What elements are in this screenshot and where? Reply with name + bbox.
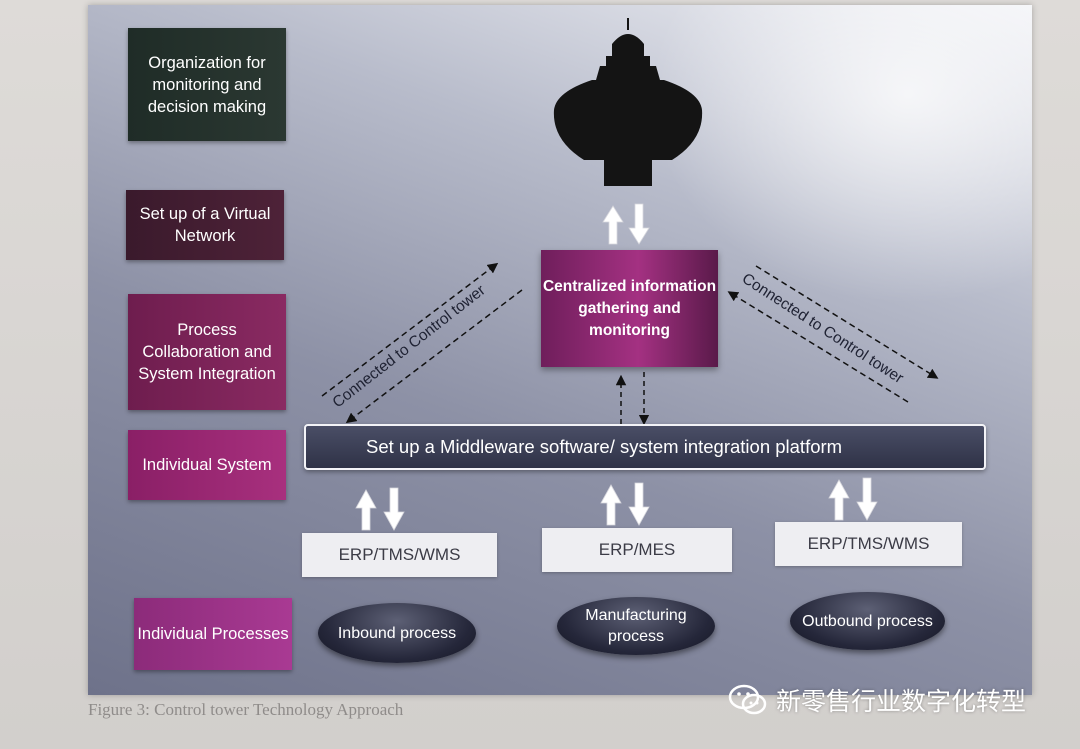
level-virtual-network: Set up of a Virtual Network bbox=[126, 190, 284, 260]
figure-caption: Figure 3: Control tower Technology Appro… bbox=[88, 700, 404, 719]
watermark: 新零售行业数字化转型 bbox=[728, 682, 1026, 718]
process-oval-inbound: Inbound process bbox=[318, 603, 476, 663]
level-organization: Organization for monitoring and decision… bbox=[128, 28, 286, 141]
middleware-platform-bar: Set up a Middleware software/ system int… bbox=[304, 424, 986, 470]
right-connection-lines bbox=[727, 265, 939, 403]
level-process-collaboration: Process Collaboration and System Integra… bbox=[128, 294, 286, 410]
process-oval-manufacturing: Manufacturing process bbox=[557, 597, 715, 655]
wechat-icon bbox=[728, 684, 767, 715]
level-individual-system: Individual System bbox=[128, 430, 286, 500]
system-box-inbound: ERP/TMS/WMS bbox=[302, 533, 497, 577]
centralized-monitoring-box: Centralized information gathering and mo… bbox=[541, 250, 718, 367]
left-connection-lines bbox=[321, 262, 523, 424]
control-tower-icon bbox=[553, 18, 703, 186]
process-oval-outbound: Outbound process bbox=[790, 592, 945, 650]
system-box-manufacturing: ERP/MES bbox=[542, 528, 732, 572]
watermark-text: 新零售行业数字化转型 bbox=[776, 687, 1027, 716]
up-down-arrows-icon bbox=[355, 203, 878, 531]
central-middleware-link bbox=[615, 372, 650, 426]
system-box-outbound: ERP/TMS/WMS bbox=[775, 522, 962, 566]
level-individual-processes: Individual Processes bbox=[134, 598, 292, 670]
